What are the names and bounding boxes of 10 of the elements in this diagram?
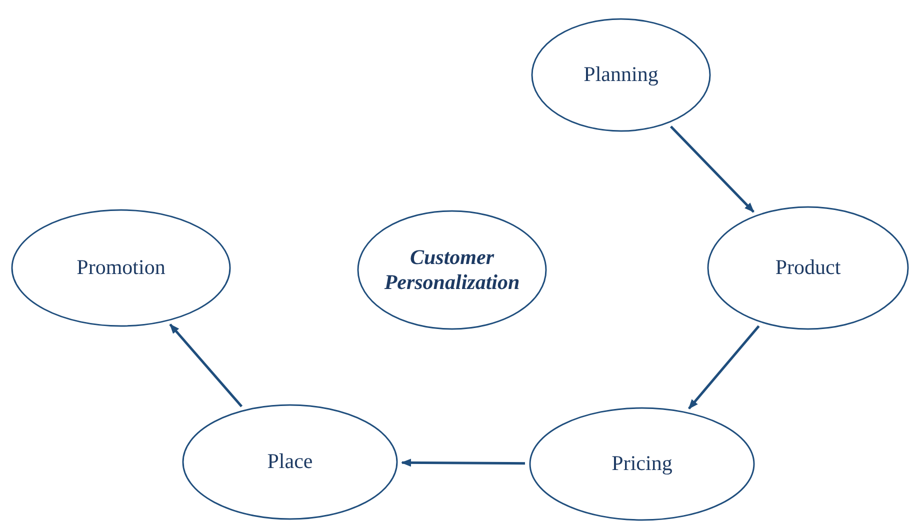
arrow	[670, 126, 754, 213]
node-label: Planning	[584, 62, 658, 88]
node-label: Pricing	[612, 451, 672, 477]
node-label: Product	[775, 255, 841, 281]
node-label: Promotion	[76, 255, 166, 281]
arrow	[401, 458, 526, 467]
arrow	[688, 325, 760, 410]
arrow	[169, 324, 243, 408]
node-label: Place	[267, 449, 313, 475]
node-label: Customer Personalization	[383, 244, 521, 296]
